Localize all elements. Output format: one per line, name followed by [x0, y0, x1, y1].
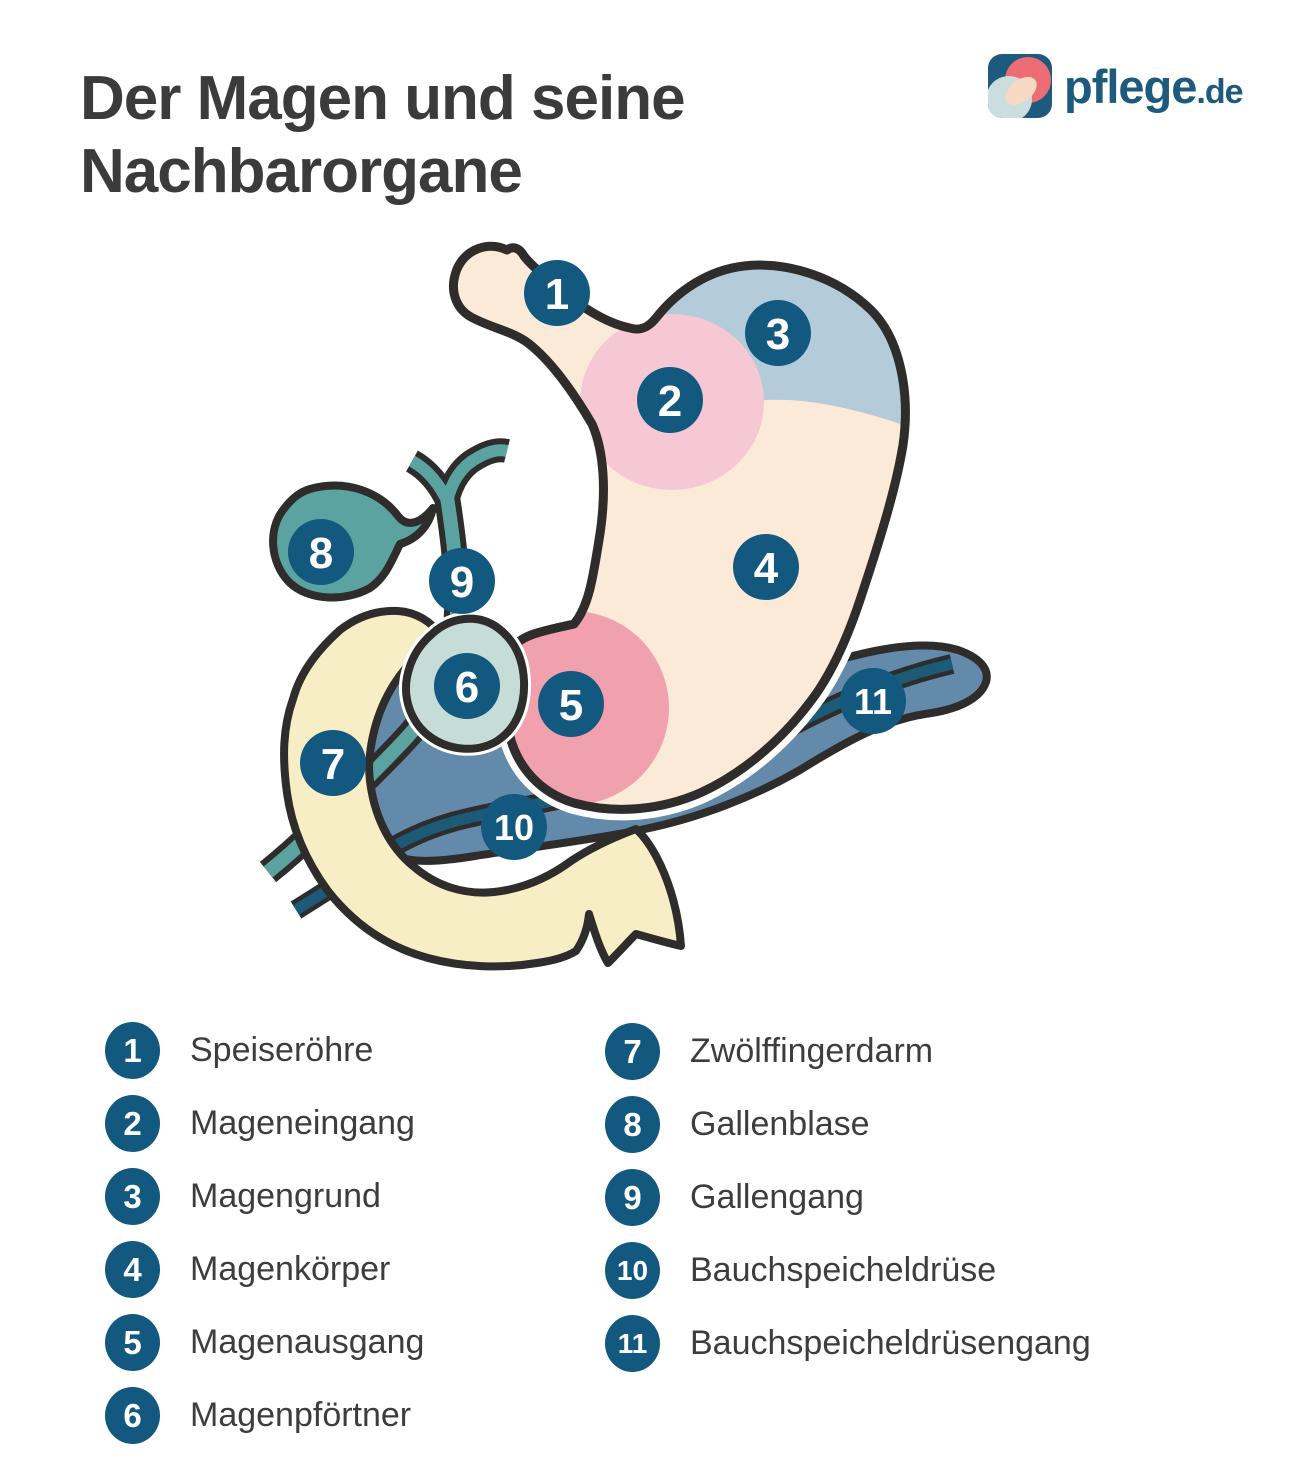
- logo-tld: .de: [1196, 72, 1243, 111]
- legend-item-magengrund: 3 Magengrund: [105, 1168, 424, 1225]
- marker-3: 3: [745, 300, 811, 366]
- legend-label-6: Magenpförtner: [190, 1396, 412, 1434]
- logo-name: pflege: [1064, 59, 1197, 113]
- legend-label-9: Gallengang: [690, 1178, 864, 1216]
- svg-text:10: 10: [494, 807, 534, 848]
- svg-text:2: 2: [658, 377, 682, 426]
- svg-text:11: 11: [854, 681, 892, 722]
- legend-number-7: 7: [605, 1023, 660, 1080]
- svg-text:4: 4: [754, 544, 779, 593]
- duodenum-shape: [280, 606, 685, 971]
- legend-number-11: 11: [605, 1315, 660, 1372]
- marker-6: 6: [434, 653, 500, 719]
- marker-10: 10: [481, 794, 547, 860]
- svg-text:3: 3: [766, 310, 790, 359]
- page-title-line2: Nachbarorgane: [80, 137, 523, 207]
- pflege-logo-icon: [988, 54, 1052, 118]
- legend-number-8: 8: [605, 1096, 660, 1153]
- legend-item-zwoelffingerdarm: 7 Zwölffingerdarm: [605, 1023, 1091, 1080]
- legend-number-10: 10: [605, 1242, 660, 1299]
- legend-item-speiseroehre: 1 Speiseröhre: [105, 1022, 424, 1079]
- marker-8: 8: [288, 519, 354, 585]
- svg-text:5: 5: [559, 681, 583, 730]
- legend-item-magenkoerper: 4 Magenkörper: [105, 1241, 424, 1298]
- marker-4: 4: [733, 534, 799, 600]
- legend-label-5: Magenausgang: [190, 1323, 425, 1361]
- pflege-logo-wordmark: pflege.de: [1064, 59, 1244, 114]
- legend-number-9: 9: [605, 1169, 660, 1226]
- svg-text:6: 6: [455, 663, 479, 712]
- diagram-markers: 1 2 3 4 5 6 7: [288, 260, 906, 860]
- legend-right-column: 7 Zwölffingerdarm 8 Gallenblase 9 Gallen…: [605, 1023, 1091, 1388]
- legend-number-1: 1: [105, 1022, 160, 1079]
- legend-item-magenausgang: 5 Magenausgang: [105, 1314, 424, 1371]
- marker-7: 7: [300, 730, 366, 796]
- marker-11: 11: [840, 668, 906, 734]
- page-title-line1: Der Magen und seine: [80, 64, 686, 133]
- legend-item-magenpfoertner: 6 Magenpförtner: [105, 1387, 424, 1444]
- legend-number-5: 5: [105, 1314, 160, 1371]
- svg-text:7: 7: [321, 740, 345, 789]
- legend-item-bauchspeicheldruesengang: 11 Bauchspeicheldrüsengang: [605, 1315, 1091, 1372]
- legend-item-gallenblase: 8 Gallenblase: [605, 1096, 1091, 1153]
- legend-number-3: 3: [105, 1168, 160, 1225]
- marker-1: 1: [524, 260, 590, 326]
- legend-number-6: 6: [105, 1387, 160, 1444]
- marker-9: 9: [429, 548, 495, 614]
- legend-number-2: 2: [105, 1095, 160, 1152]
- legend-label-1: Speiseröhre: [190, 1031, 374, 1069]
- svg-text:1: 1: [545, 270, 569, 319]
- legend-label-7: Zwölffingerdarm: [690, 1032, 934, 1070]
- svg-text:9: 9: [450, 558, 474, 607]
- legend-item-bauchspeicheldruese: 10 Bauchspeicheldrüse: [605, 1242, 1091, 1299]
- page-title: Der Magen und seine Nachbarorgane: [80, 62, 840, 208]
- svg-text:8: 8: [309, 529, 333, 578]
- legend-label-8: Gallenblase: [690, 1105, 870, 1143]
- pflege-logo: pflege.de: [988, 54, 1244, 118]
- legend-item-gallengang: 9 Gallengang: [605, 1169, 1091, 1226]
- legend-label-11: Bauchspeicheldrüsengang: [690, 1324, 1091, 1362]
- legend-left-column: 1 Speiseröhre 2 Mageneingang 3 Magengrun…: [105, 1022, 424, 1460]
- legend-label-10: Bauchspeicheldrüse: [690, 1251, 997, 1289]
- marker-2: 2: [637, 367, 703, 433]
- legend-number-4: 4: [105, 1241, 160, 1298]
- legend-label-4: Magenkörper: [190, 1250, 391, 1288]
- legend-item-mageneingang: 2 Mageneingang: [105, 1095, 424, 1152]
- marker-5: 5: [538, 671, 604, 737]
- legend-label-3: Magengrund: [190, 1177, 381, 1215]
- legend-label-2: Mageneingang: [190, 1104, 415, 1142]
